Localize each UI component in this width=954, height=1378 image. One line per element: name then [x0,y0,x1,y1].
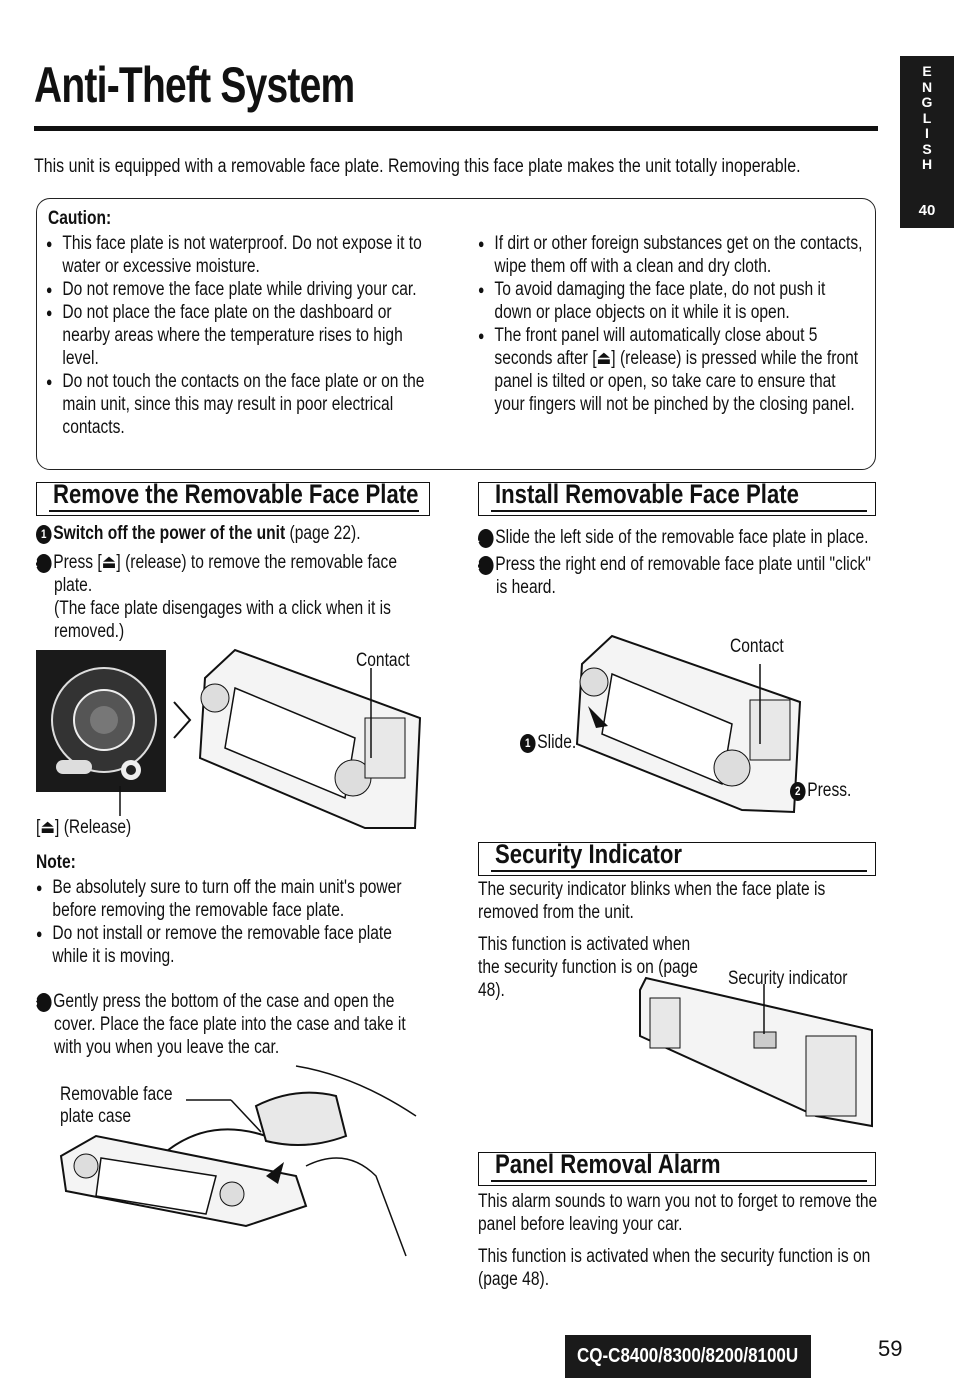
note-heading: Note: [36,852,76,873]
caution-heading: Caution: [48,208,112,229]
install-step-2-text: Press the right end of removable face pl… [495,554,871,598]
caution-left-column: This face plate is not waterproof. Do no… [46,232,431,439]
remove-contact-label: Contact [356,650,410,671]
face-plate-case-illustration [59,1065,417,1257]
caution-item: The front panel will automatically close… [478,324,863,416]
press-label-text: Press. [807,780,852,801]
face-plate-removal-illustration [198,648,422,829]
language-tab: E N G L I S H 40 [900,56,954,228]
notes-list: Be absolutely sure to turn off the main … [36,876,430,968]
alarm-heading-box: Panel Removal Alarm [478,1149,876,1186]
caution-item: If dirt or other foreign substances get … [478,232,863,278]
case-label-line-1: Removable face [60,1084,173,1105]
tab-letter: L [922,109,932,126]
install-heading: Install Removable Face Plate [495,479,799,509]
security-heading-box: Security Indicator [478,839,876,876]
title-rule [34,126,878,131]
model-number: CQ-C8400/8300/8200/8100U [577,1345,799,1367]
alarm-paragraph-2: This function is activated when the secu… [478,1246,871,1290]
caution-item: Do not place the face plate on the dashb… [46,301,431,370]
language-letters: E N G L I S H [900,63,954,173]
install-heading-box: Install Removable Face Plate [478,479,876,516]
case-label-line-2: plate case [60,1106,132,1127]
remove-heading-box: Remove the Removable Face Plate [36,479,430,516]
model-footer: CQ-C8400/8300/8200/8100U [565,1335,811,1378]
page-title: Anti-Theft System [34,57,355,113]
release-label: [⏏] (Release) [36,817,132,838]
security-text: The security indicator blinks when the f… [478,878,872,1002]
security-heading: Security Indicator [495,839,683,869]
install-step-1-text: Slide the left side of the removable fac… [495,527,869,548]
step-number: 2 [474,556,494,575]
remove-step-2-text: Press [⏏] (release) to remove the remova… [53,552,397,596]
security-paragraph-1: The security indicator blinks when the f… [478,879,826,923]
security-paragraph-2: This function is activated when the secu… [478,934,698,1001]
remove-step-2-note: (The face plate disengages with a click … [54,598,391,642]
tab-letter: I [925,125,929,141]
tab-letter: H [921,156,933,172]
release-leader-line [119,786,121,816]
remove-step-3-text: Gently press the bottom of the case and … [53,991,406,1058]
tab-letter: G [921,94,933,110]
remove-step-1-rest: (page 22). [285,523,361,544]
caution-item: To avoid damaging the face plate, do not… [478,278,863,324]
slide-label-text: Slide. [537,732,577,753]
security-indicator-label: Security indicator [728,968,848,989]
alarm-paragraph-1: This alarm sounds to warn you not to for… [478,1191,878,1235]
arrow-icon [173,701,192,739]
tab-letter: E [922,63,932,79]
caution-item: Do not remove the face plate while drivi… [46,278,431,301]
remove-step-1-bold: Switch off the power of the unit [53,523,286,544]
page-number: 59 [878,1336,903,1361]
caution-item: This face plate is not waterproof. Do no… [46,232,431,278]
step-number: 3 [32,993,52,1012]
note-item: Do not install or remove the removable f… [36,922,430,968]
release-button-illustration [36,650,166,792]
alarm-heading: Panel Removal Alarm [495,1149,721,1179]
intro-text: This unit is equipped with a removable f… [34,156,801,177]
install-contact-label: Contact [730,636,784,657]
caution-right-column: If dirt or other foreign substances get … [478,232,863,416]
alarm-text: This alarm sounds to warn you not to for… [478,1190,880,1291]
step-number: 1 [474,529,494,548]
tab-letter: N [921,78,933,95]
face-plate-install-illustration [575,634,802,814]
tab-letter: S [922,140,932,157]
caution-box [36,198,876,470]
note-item: Be absolutely sure to turn off the main … [36,876,430,922]
step-number: 2 [32,554,52,573]
caution-item: Do not touch the contacts on the face pl… [46,370,431,439]
remove-heading: Remove the Removable Face Plate [53,479,419,509]
step-number: 1 [36,525,52,544]
security-indicator-illustration [639,976,873,1128]
tab-number: 40 [918,202,936,219]
